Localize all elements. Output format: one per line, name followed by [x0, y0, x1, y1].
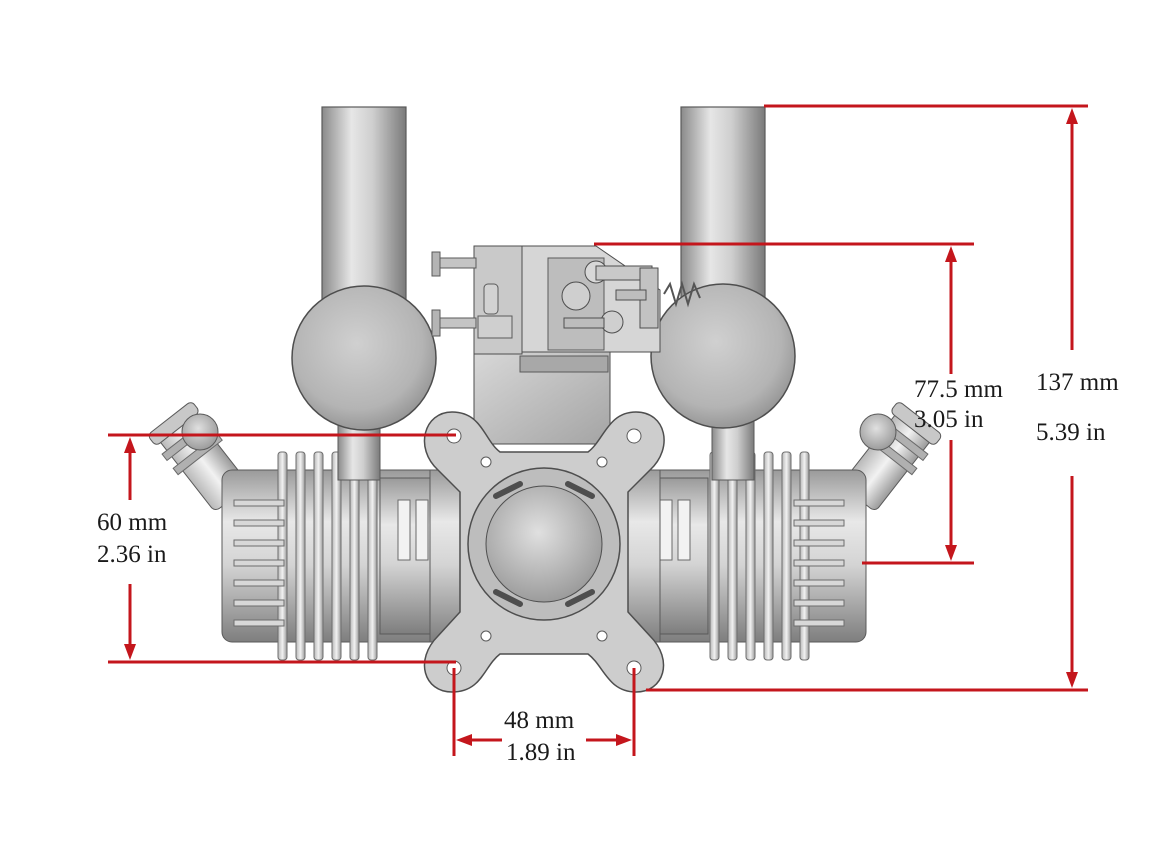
left-muffler-disc: [291, 285, 437, 431]
cooling-fin: [745, 451, 756, 661]
side-fin: [793, 499, 845, 507]
cooling-fin: [367, 451, 378, 661]
mount-height-inch-label: 2.36 in: [97, 541, 167, 568]
side-fin: [233, 539, 285, 547]
cooling-fin: [727, 451, 738, 661]
side-fin: [793, 519, 845, 527]
total-height-mm-label: 137 mm: [1036, 369, 1119, 396]
carb-height-mm-label: 77.5 mm: [914, 376, 1003, 403]
carb-height-inch-label: 3.05 in: [914, 406, 984, 433]
side-fin: [793, 579, 845, 587]
arrowhead-total-top: [1066, 108, 1078, 124]
arrowhead-carb-top: [945, 246, 957, 262]
mount-width-mm-label: 48 mm: [504, 707, 575, 734]
arrowhead-carb-bottom: [945, 545, 957, 561]
cooling-fin: [781, 451, 792, 661]
arrowhead-total-bottom: [1066, 672, 1078, 688]
side-fin: [233, 599, 285, 607]
dimension-arrowheads: [124, 108, 1078, 746]
right-muffler-disc: [650, 283, 796, 429]
arrowhead-width-left: [456, 734, 472, 746]
cooling-fin: [331, 451, 342, 661]
left-cylinder: [148, 402, 453, 661]
cooling-fin: [709, 451, 720, 661]
mount-width-inch-label: 1.89 in: [506, 739, 576, 766]
side-fin: [233, 559, 285, 567]
side-fin: [233, 499, 285, 507]
cooling-fin: [763, 451, 774, 661]
side-fin: [233, 519, 285, 527]
side-fin: [233, 579, 285, 587]
mount-height-mm-label: 60 mm: [97, 509, 168, 536]
arrowhead-mount-bottom: [124, 644, 136, 660]
side-fin: [793, 539, 845, 547]
mounting-plate: [423, 411, 665, 693]
engine-illustration: [148, 106, 942, 693]
dimension-lines: [108, 104, 1088, 756]
side-fin: [793, 559, 845, 567]
side-fin: [793, 619, 845, 627]
side-fin: [793, 599, 845, 607]
cooling-fin: [349, 451, 360, 661]
total-height-inch-label: 5.39 in: [1036, 419, 1106, 446]
cooling-fin: [799, 451, 810, 661]
side-fin: [233, 619, 285, 627]
arrowhead-width-right: [616, 734, 632, 746]
cooling-fin: [295, 451, 306, 661]
cooling-fin: [277, 451, 288, 661]
carburetor: [431, 245, 701, 445]
right-cylinder: [635, 402, 942, 661]
dimension-labels: 137 mm 5.39 in 77.5 mm 3.05 in 60 mm 2.3…: [97, 369, 1119, 766]
arrowhead-mount-top: [124, 437, 136, 453]
cooling-fin: [313, 451, 324, 661]
